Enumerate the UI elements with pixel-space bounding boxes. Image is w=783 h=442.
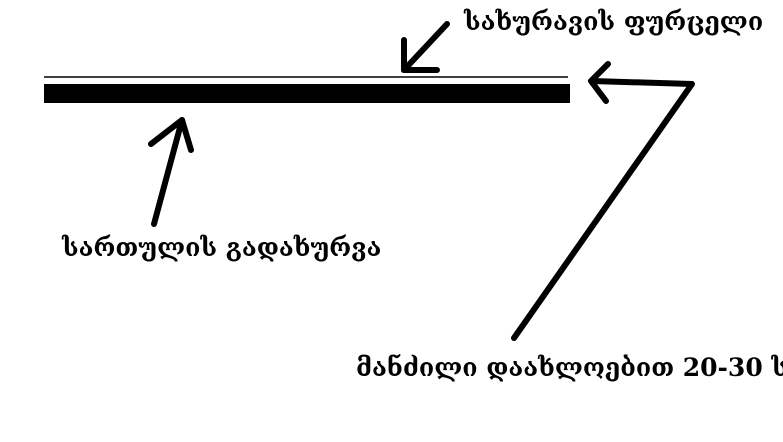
- distance-arrow: [511, 61, 695, 341]
- distance-label: მანძილი დაახლოებით 20-30 სმ: [356, 353, 783, 382]
- floor-slab-arrow: [148, 117, 194, 227]
- floor-slab-label: სართულის გადახურვა: [61, 233, 381, 262]
- roof-sheet-arrow: [401, 21, 450, 73]
- floor-slab-bar: [44, 84, 570, 103]
- roof-sheet-label: სახურავის ფურცელი: [463, 7, 763, 36]
